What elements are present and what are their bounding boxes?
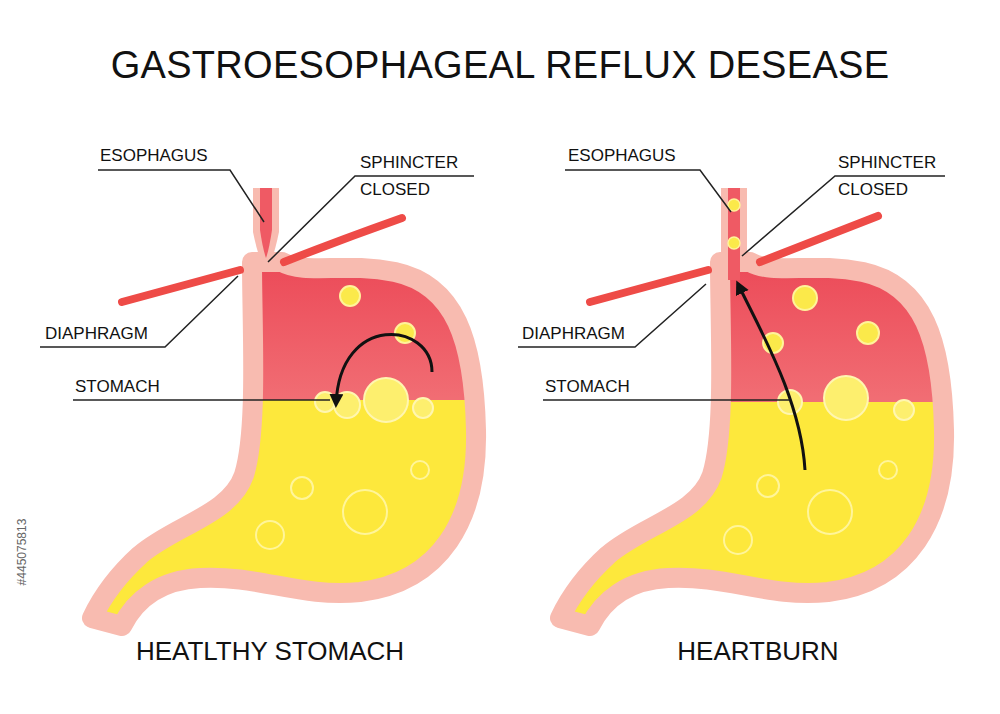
heartburn-stomach (528, 188, 968, 662)
diaphragm (122, 270, 240, 302)
bubble-outline (256, 521, 284, 549)
part-label: STOMACH (75, 377, 160, 397)
acid-bubble (857, 322, 879, 344)
acid-bubble (793, 286, 817, 310)
part-label: ESOPHAGUS (100, 146, 208, 166)
surface-bubble (364, 378, 408, 422)
part-label: ESOPHAGUS (568, 146, 676, 166)
bubble-outline (343, 490, 387, 534)
bubble-outline (879, 461, 897, 479)
bubble-outline (724, 526, 752, 554)
bubble-outline (411, 461, 429, 479)
part-label: DIAPHRAGM (45, 324, 148, 344)
surface-bubble (413, 398, 433, 418)
stomach-wall (560, 262, 944, 626)
diaphragm (760, 216, 878, 262)
part-label: DIAPHRAGM (522, 324, 625, 344)
leader-line (543, 399, 790, 401)
surface-bubble (315, 392, 335, 412)
bubble-outline (808, 490, 852, 534)
leader-line (73, 399, 330, 401)
part-label: SPHINCTER CLOSED (360, 149, 475, 203)
esophagus-lumen (260, 188, 272, 258)
panel-caption: HEATLTHY STOMACH (100, 636, 440, 666)
leader-line (565, 170, 731, 212)
reflux-arrow (738, 284, 805, 470)
leader-line (40, 276, 238, 347)
watermark: #445075813 (15, 519, 29, 586)
surface-bubble (894, 400, 914, 420)
healthy-stomach (60, 188, 500, 660)
leader-line (98, 170, 264, 222)
esophagus-lumen (728, 188, 740, 280)
acid-bubble (340, 286, 360, 306)
part-label: SPHINCTER CLOSED (838, 149, 953, 203)
stomach-wall (92, 262, 476, 626)
part-label: STOMACH (545, 377, 630, 397)
diaphragm (284, 218, 402, 262)
diagram-title: GASTROESOPHAGEAL REFLUX DESEASE (0, 43, 1000, 87)
leader-line (518, 284, 706, 347)
bubble-outline (291, 477, 313, 499)
bubble-outline (757, 475, 779, 497)
surface-bubble (824, 376, 868, 420)
reflux-bubble (728, 237, 740, 249)
flow-arrow (336, 334, 432, 404)
leader-lines (40, 170, 945, 400)
panel-caption: HEARTBURN (608, 636, 908, 666)
